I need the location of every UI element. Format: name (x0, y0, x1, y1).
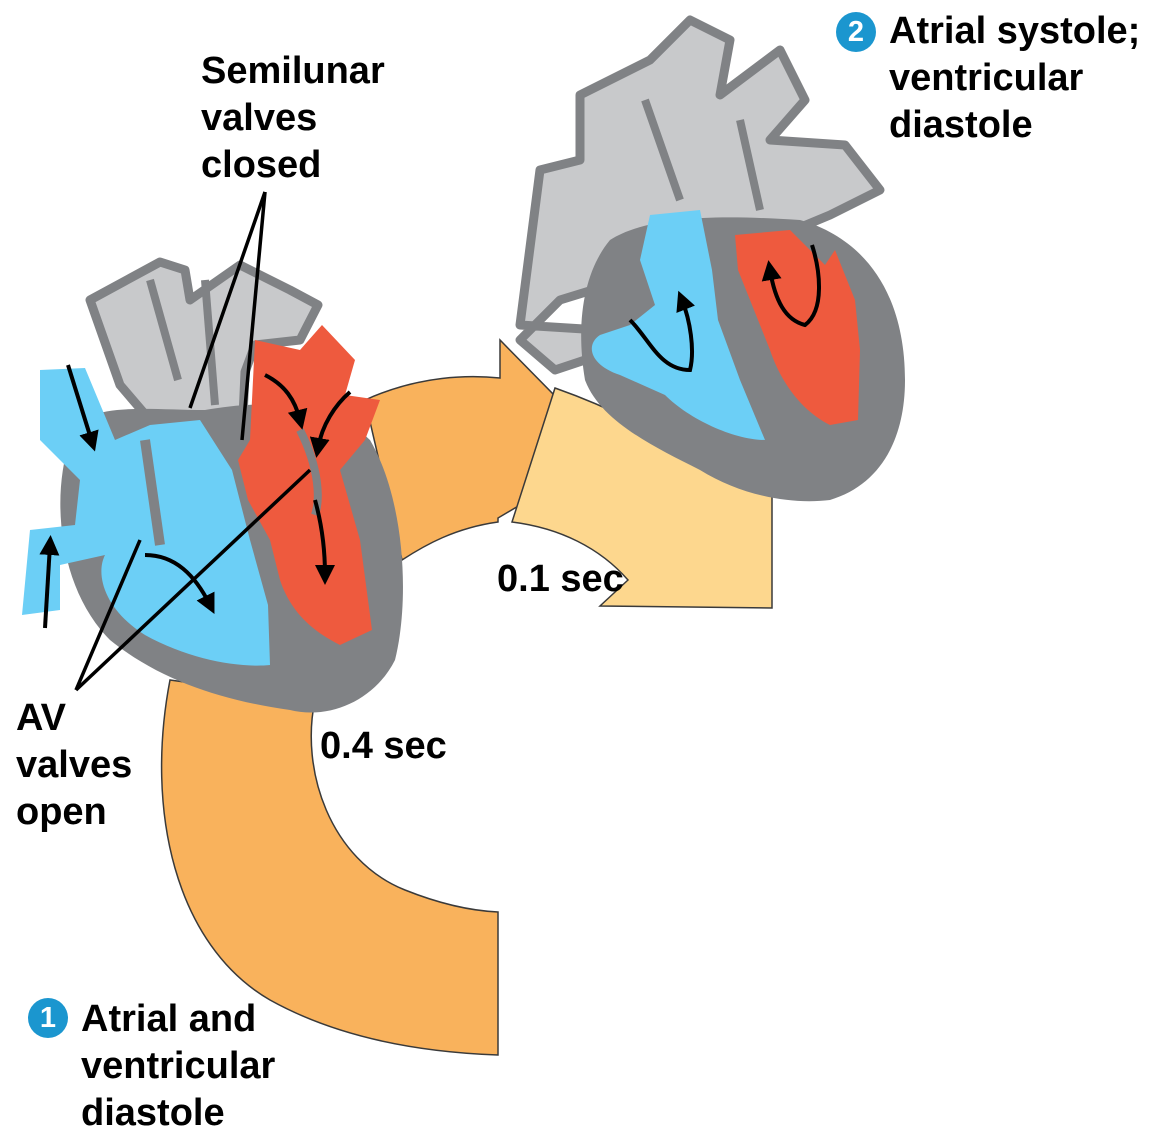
step-2-badge: 2 (836, 12, 876, 52)
semilunar-valves-label: Semilunar valves closed (201, 48, 385, 189)
step-1-caption: Atrial and ventricular diastole (81, 996, 275, 1137)
duration-long-label: 0.4 sec (320, 723, 447, 770)
heart-diastole (22, 262, 403, 713)
av-valves-label: AV valves open (16, 695, 132, 836)
duration-short-label: 0.1 sec (497, 556, 624, 603)
step-1-badge: 1 (28, 998, 68, 1038)
step-2-caption: Atrial systole; ventricular diastole (889, 8, 1140, 149)
